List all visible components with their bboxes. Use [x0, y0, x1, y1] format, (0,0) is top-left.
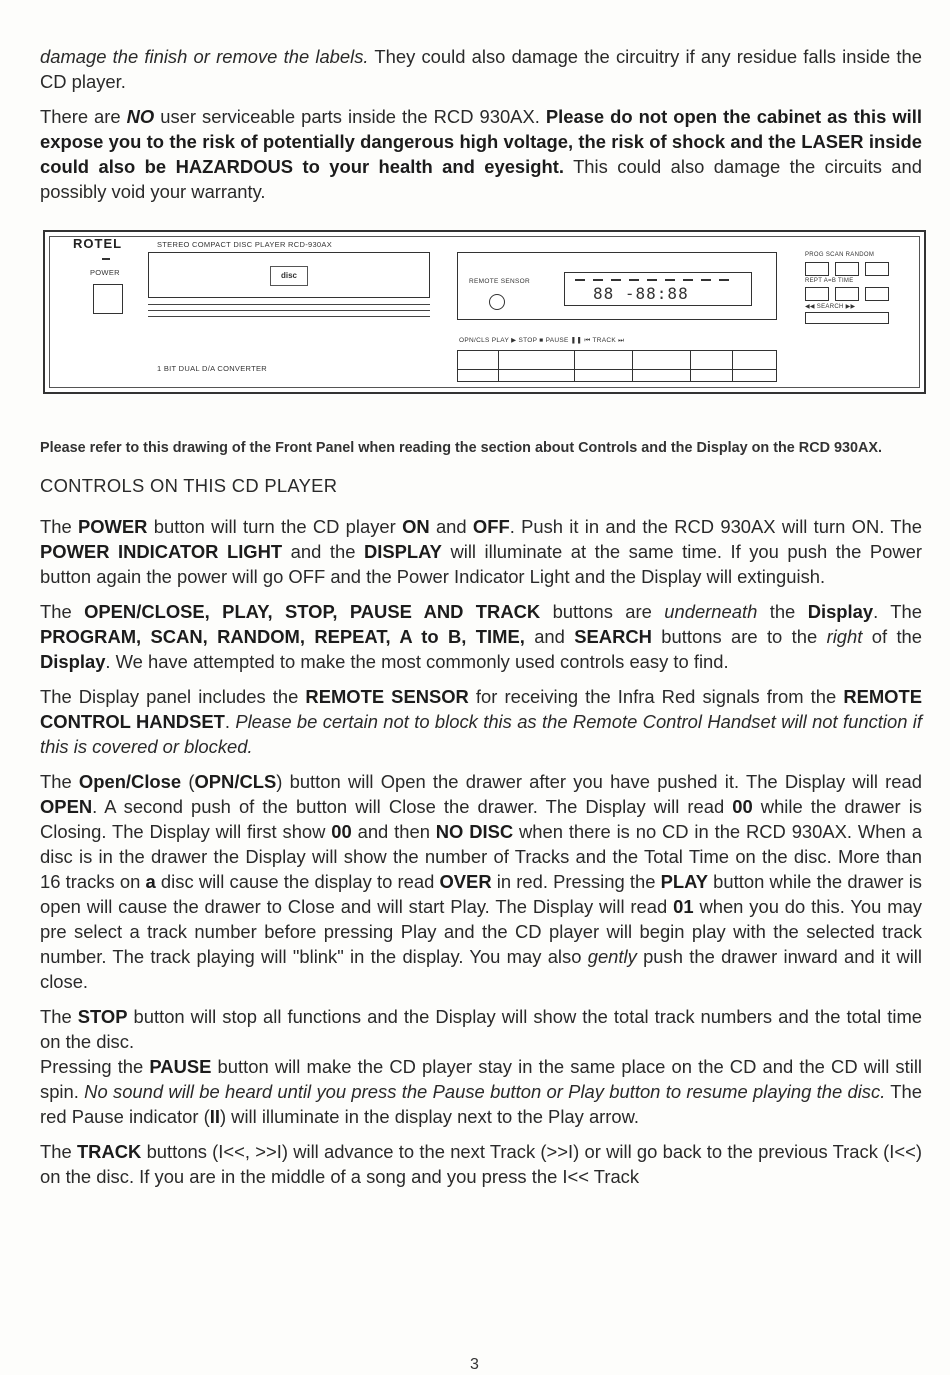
- right-buttons-mid-label: REPT A=B TIME: [805, 278, 854, 284]
- section-heading: CONTROLS ON THIS CD PLAYER: [40, 475, 338, 496]
- power-indicator-icon: [102, 258, 110, 260]
- search-buttons-icon: [805, 312, 889, 324]
- remote-sensor-label: REMOTE SENSOR: [469, 278, 530, 285]
- page-number: 3: [470, 1356, 479, 1373]
- panel-caption: Please refer to this drawing of the Fron…: [40, 440, 882, 456]
- converter-label: 1 BIT DUAL D/A CONVERTER: [157, 364, 268, 373]
- power-button-icon: [93, 284, 123, 314]
- track-paragraph: The TRACK buttons (I<<, >>I) will advanc…: [40, 1141, 922, 1187]
- intro-paragraph-1: damage the finish or remove the labels. …: [40, 46, 922, 92]
- brand-logo: ROTEL: [73, 236, 123, 251]
- disc-tray: [148, 252, 430, 298]
- lcd-digits: 88 -88:88: [593, 284, 689, 303]
- front-panel-drawing: ROTEL STEREO COMPACT DISC PLAYER RCD-930…: [43, 230, 926, 394]
- search-label: ◀◀ SEARCH ▶▶: [805, 304, 856, 310]
- pause-paragraph: Pressing the PAUSE button will make the …: [40, 1056, 922, 1127]
- power-label: POWER: [90, 268, 120, 277]
- right-buttons-top-label: PROG SCAN RANDOM: [805, 252, 875, 258]
- intro-paragraph-2: There are NO user serviceable parts insi…: [40, 106, 922, 202]
- model-line: STEREO COMPACT DISC PLAYER RCD-930AX: [157, 240, 333, 249]
- display-window: [457, 252, 777, 320]
- disc-logo-icon: disc: [270, 266, 308, 286]
- buttons-paragraph: The OPEN/CLOSE, PLAY, STOP, PAUSE AND TR…: [40, 601, 923, 672]
- transport-labels: OPN/CLS PLAY ▶ STOP ■ PAUSE ❚❚ ⏮ TRACK ⏭: [459, 337, 625, 344]
- power-paragraph: The POWER button will turn the CD player…: [40, 516, 923, 587]
- stop-paragraph: The STOP button will stop all functions …: [40, 1006, 922, 1052]
- manual-page: damage the finish or remove the labels. …: [40, 44, 926, 1189]
- remote-paragraph: The Display panel includes the REMOTE SE…: [40, 686, 922, 757]
- lcd-display: [564, 272, 752, 306]
- open-close-paragraph: The Open/Close (OPN/CLS) button will Ope…: [40, 771, 923, 992]
- transport-buttons-icon: [457, 350, 777, 382]
- remote-sensor-icon: [489, 294, 505, 310]
